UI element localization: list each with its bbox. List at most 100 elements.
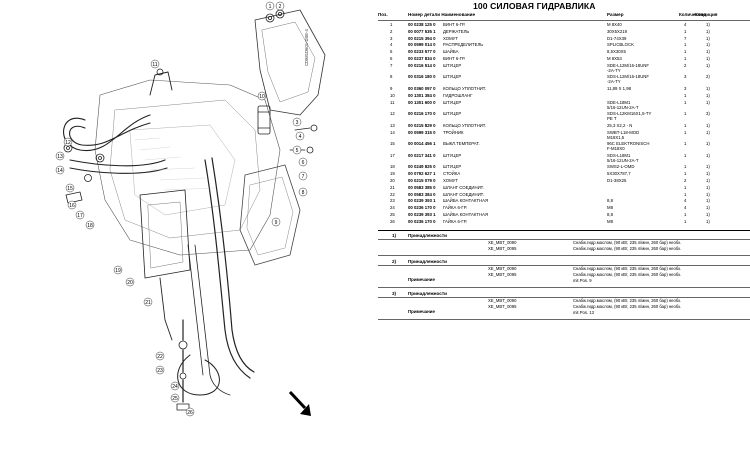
row-part-number: 00 0215 829 0: [408, 122, 436, 128]
row-condition: 1): [706, 122, 710, 128]
callout-24: 24: [170, 381, 180, 391]
row-name: ГАЙКА 6-ГР.: [443, 218, 467, 224]
callout-21: 21: [143, 297, 153, 307]
row-condition: 1): [706, 184, 710, 190]
row-size: 5X30X787,7: [607, 171, 631, 177]
callout-label: 13: [57, 154, 63, 160]
row-part-number: 00 0238 125 0: [408, 22, 436, 27]
row-name: СТОЙКА: [443, 171, 461, 177]
row-condition: 1): [706, 92, 710, 98]
footnote-number: 1): [392, 232, 397, 238]
row-part-number: 00 1301 384 0: [408, 92, 436, 98]
footnote-description: Снабж.гидр.маслом, (90 кВт, 235 л/мин, 2…: [573, 265, 682, 271]
callout-label: 20: [127, 280, 133, 286]
row-quantity: 4: [684, 198, 687, 204]
callout-label: 23: [157, 368, 163, 374]
footnote-label: Принадлежности: [408, 232, 447, 238]
row-part-number: 00 0599 315 0: [408, 129, 436, 135]
footnote-model: XE_MBT_0090: [488, 239, 517, 245]
row-quantity: 1: [684, 111, 687, 117]
callout-19: 19: [113, 265, 123, 275]
row-position: 1: [390, 22, 393, 27]
footnote-model: XE_MBT_0095: [488, 303, 517, 309]
row-part-number: 00 0014 456 1: [408, 141, 436, 147]
callout-25: 25: [170, 393, 180, 403]
row-position: 7: [390, 62, 393, 68]
row-position: 2: [390, 28, 393, 34]
row-quantity: 1: [684, 28, 687, 34]
row-quantity: 2: [684, 178, 687, 183]
row-condition: 1): [706, 62, 710, 68]
row-part-number: 00 0237 834 0: [408, 56, 436, 61]
footnote-divider: [378, 238, 750, 240]
row-quantity: 1: [684, 212, 687, 217]
row-name: ШАЙБА КОНТАКТНАЯ: [443, 212, 489, 217]
row-name: ГИДРОШЛАНГ: [443, 92, 473, 98]
row-size: 96C ELEKTRONISCH F-M18X0: [607, 141, 650, 152]
row-name: ШТУЦЕР: [443, 74, 462, 80]
row-name: ХОМУТ: [443, 178, 458, 183]
row-part-number: 00 0599 014 0: [408, 42, 436, 48]
footnote-description: mit Pos. 9: [573, 277, 592, 283]
row-part-number: 00 0249 825 0: [408, 164, 436, 170]
row-size: D1-38X25: [607, 178, 627, 183]
footnote-divider: [378, 296, 750, 298]
row-size: SDS-L12KM16X1,5-TY PE T: [607, 111, 652, 122]
row-quantity: 1: [684, 141, 687, 147]
callout-label: 21: [145, 300, 151, 306]
row-position: 20: [390, 178, 395, 183]
callout-label: 2: [279, 4, 282, 10]
callout-label: 8: [302, 190, 305, 196]
row-name: ХОМУТ: [443, 35, 458, 41]
row-condition: 1): [706, 198, 710, 204]
arrow-down-right-icon: [288, 390, 311, 416]
row-condition: 1): [706, 164, 710, 170]
callout-label: 9: [275, 220, 278, 226]
row-quantity: 4: [684, 205, 687, 211]
footnote-number: 2): [392, 258, 397, 264]
row-name: РАСПРЕДЕЛИТЕЛЬ: [443, 42, 484, 48]
callout-label: 14: [57, 168, 63, 174]
row-condition: 1): [706, 49, 710, 55]
row-quantity: 1: [684, 129, 687, 135]
row-name: ГАЙКА 6-ГР.: [443, 205, 467, 211]
callout-label: 16: [69, 203, 75, 209]
callout-label: 25: [172, 396, 178, 402]
table-bottom-divider: [378, 229, 750, 231]
footnote-divider: [378, 264, 750, 266]
row-name: ШТУЦЕР: [443, 111, 462, 117]
row-position: 21: [390, 184, 395, 190]
footnote-line: mit Pos. 13: [378, 310, 750, 316]
row-size: M8: [607, 205, 613, 211]
row-quantity: 1: [684, 99, 687, 105]
row-quantity: 7: [684, 35, 687, 41]
row-size: SWS2-L-OMD: [607, 164, 635, 170]
footnote-note: Примечание: [408, 276, 435, 282]
row-condition: 1): [706, 141, 710, 147]
row-quantity: 1: [684, 56, 687, 61]
row-part-number: 00 0583 385 0: [408, 184, 436, 190]
row-condition: 1): [706, 152, 710, 158]
callout-26: 26: [185, 407, 195, 417]
row-name: ШАЙБА КОНТАКТНАЯ: [443, 198, 489, 204]
row-quantity: 1: [684, 164, 687, 170]
callout-label: 12: [65, 140, 71, 146]
footnote-description: Снабж.гидр.маслом, (90 кВт, 235 л/мин, 2…: [573, 245, 682, 251]
row-condition: 1): [706, 171, 710, 177]
callout-5: 5: [292, 145, 302, 155]
row-condition: 1): [706, 205, 710, 211]
row-condition: 2): [706, 74, 710, 80]
row-size: M 8X53: [607, 56, 622, 61]
row-name: ТРОЙНИК: [443, 129, 464, 135]
row-name: ВЫКЛ.ТЕМПЕРАТ.: [443, 141, 480, 147]
footnote-model: XE_MBT_0090: [488, 265, 517, 271]
row-position: 6: [390, 56, 393, 61]
header-quantity: Количество: [679, 12, 706, 17]
row-condition: 1): [706, 86, 710, 91]
row-part-number: 00 0239 393 1: [408, 198, 436, 204]
row-size: 30X5X219: [607, 28, 628, 34]
row-position: 4: [390, 42, 393, 48]
